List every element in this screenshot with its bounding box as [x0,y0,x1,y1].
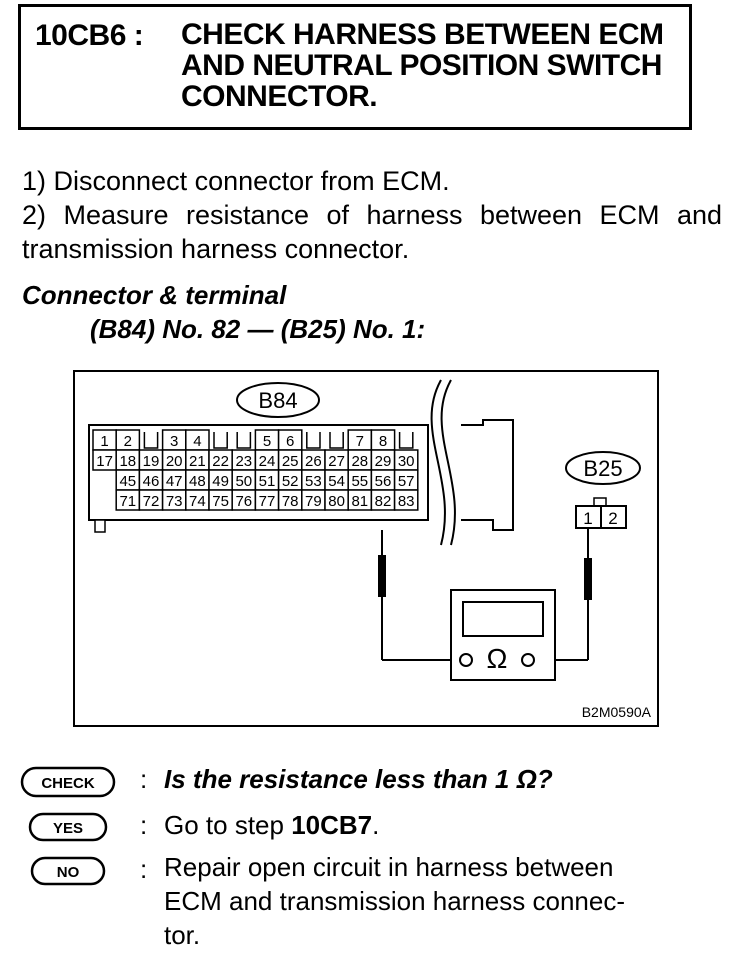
ecm-terminal-81: 81 [351,493,368,510]
step-title: CHECK HARNESS BETWEEN ECM AND NEUTRAL PO… [181,19,691,112]
no-colon: : [140,854,148,884]
ecm-connector-label: B84 [258,388,297,413]
ecm-terminal-46: 46 [143,473,160,490]
ecm-terminal-55: 55 [351,473,368,490]
ecm-terminal-1: 1 [100,433,108,450]
yes-text: Go to step 10CB7. [164,810,380,840]
ecm-terminal-17: 17 [96,453,113,470]
svg-text:NO: NO [57,864,80,881]
no-badge: NO [30,856,106,886]
ecm-terminal-72: 72 [143,493,160,510]
svg-text:YES: YES [53,820,83,837]
ecm-terminal-53: 53 [305,473,322,490]
ecm-terminal-48: 48 [189,473,206,490]
ecm-terminal-3: 3 [170,433,178,450]
ecm-terminal-30: 30 [398,453,415,470]
switch-terminal-1: 1 [583,509,592,528]
break-line-1 [430,379,446,546]
ecm-terminal-51: 51 [259,473,276,490]
ecm-terminal-23: 23 [235,453,252,470]
svg-text:CHECK: CHECK [41,775,95,792]
yes-badge: YES [28,812,108,842]
ecm-terminal-82: 82 [375,493,392,510]
ecm-terminal-77: 77 [259,493,276,510]
no-text-line-2: ECM and transmission harness connec- [164,886,625,916]
ohm-symbol: Ω [487,643,508,674]
ecm-terminal-22: 22 [212,453,229,470]
probe-left [378,555,386,597]
ecm-terminal-4: 4 [193,433,201,450]
no-text-line-1: Repair open circuit in harness between [164,852,614,882]
no-text: Repair open circuit in harness between E… [164,850,724,952]
step-title-line-3: CONNECTOR. [181,80,378,113]
ecm-terminal-79: 79 [305,493,322,510]
ecm-terminal-8: 8 [379,433,387,450]
ecm-terminal-80: 80 [328,493,345,510]
ecm-terminal-28: 28 [351,453,368,470]
step-header-box: 10CB6 : CHECK HARNESS BETWEEN ECM AND NE… [18,4,692,130]
ecm-terminal-2: 2 [124,433,132,450]
ecm-terminal-76: 76 [235,493,252,510]
step-title-line-2: AND NEUTRAL POSITION SWITCH [181,49,662,82]
check-question: Is the resistance less than 1 Ω? [164,764,553,794]
ecm-terminal-56: 56 [375,473,392,490]
ecm-terminal-24: 24 [259,453,276,470]
ecm-terminal-5: 5 [263,433,271,450]
ecm-terminal-21: 21 [189,453,206,470]
ecm-terminal-75: 75 [212,493,229,510]
ecm-terminal-74: 74 [189,493,206,510]
ecm-terminal-20: 20 [166,453,183,470]
ohmmeter-display [462,601,544,637]
connector-spec: (B84) No. 82 — (B25) No. 1: [90,314,426,344]
ohmmeter-terminal-left [459,653,473,667]
ecm-connector-label-ellipse [236,382,320,418]
yes-step-ref: 10CB7 [291,810,373,840]
switch-connector-label: B25 [583,456,622,481]
switch-connector-label-ellipse [565,451,641,485]
ecm-terminal-54: 54 [328,473,345,490]
ecm-terminal-57: 57 [398,473,415,490]
ecm-terminal-49: 49 [212,473,229,490]
ecm-terminal-83: 83 [398,493,415,510]
ecm-terminal-78: 78 [282,493,299,510]
yes-colon: : [140,810,148,840]
no-text-line-3: tor. [164,920,201,950]
ecm-body [461,419,514,531]
ecm-terminal-45: 45 [119,473,136,490]
ecm-terminal-71: 71 [119,493,136,510]
figure-code: B2M0590A [582,704,652,720]
step-title-line-1: CHECK HARNESS BETWEEN ECM [181,18,664,51]
ecm-terminal-18: 18 [119,453,136,470]
ecm-terminal-27: 27 [328,453,345,470]
ecm-terminal-50: 50 [235,473,252,490]
check-badge: CHECK [20,766,116,798]
check-colon: : [140,764,148,794]
break-line-2 [440,379,456,546]
instruction-1: 1) Disconnect connector from ECM. [22,166,450,196]
switch-connector-latch [593,497,607,507]
ecm-terminal-25: 25 [282,453,299,470]
ohmmeter-terminal-right [521,653,535,667]
connector-heading: Connector & terminal [22,280,287,310]
probe-right [584,558,592,600]
instruction-2: 2) Measure resistance of harness between… [22,200,722,264]
ecm-terminal-29: 29 [375,453,392,470]
ecm-terminal-6: 6 [286,433,294,450]
ecm-terminal-7: 7 [356,433,364,450]
ecm-terminal-47: 47 [166,473,183,490]
ecm-terminal-19: 19 [143,453,160,470]
ecm-terminal-52: 52 [282,473,299,490]
ecm-terminal-73: 73 [166,493,183,510]
switch-terminal-2: 2 [608,509,617,528]
step-id: 10CB6 : [35,19,144,52]
ecm-terminal-26: 26 [305,453,322,470]
